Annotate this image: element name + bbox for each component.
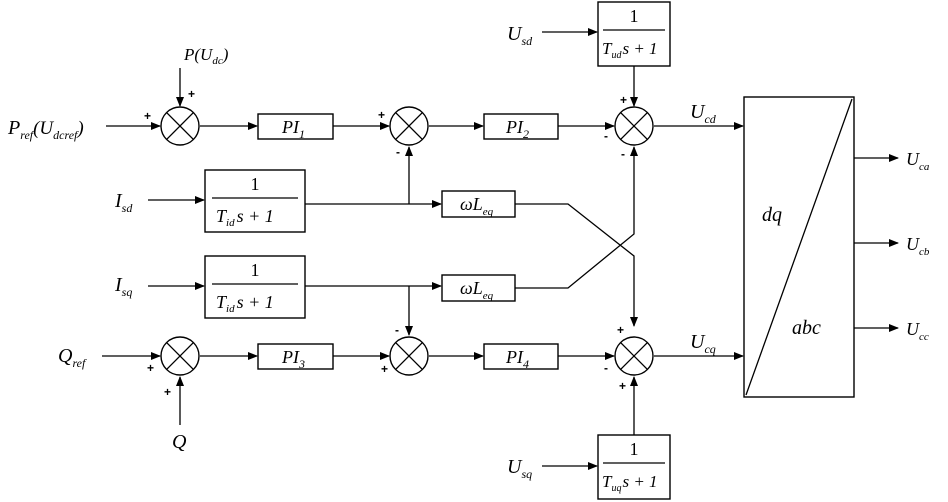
sign-s3-bottom: - <box>621 147 625 161</box>
ucq-label: Ucq <box>690 331 716 356</box>
omega-l-block-d: ωLeq <box>441 190 516 218</box>
svg-text:ωLeq: ωLeq <box>460 194 494 218</box>
wire-wl2-s3 <box>515 146 638 289</box>
omega-l-block-q: ωLeq <box>441 274 516 302</box>
sign-s5-bottom: + <box>164 385 171 399</box>
svg-text:1: 1 <box>630 6 639 26</box>
svg-text:PI4: PI4 <box>505 347 529 371</box>
svg-text:PI2: PI2 <box>505 117 529 141</box>
svg-text:PI1: PI1 <box>281 117 305 141</box>
summing-junction-2 <box>389 106 429 146</box>
dq-label: dq <box>762 204 782 226</box>
isd-label: Isd <box>114 190 133 215</box>
sign-s3-top: + <box>620 93 627 107</box>
uca-label: Uca <box>906 149 930 173</box>
pi3-block: PI3 <box>257 343 334 371</box>
pref-label: Pref(Udcref) <box>7 117 84 142</box>
ucc-label: Ucc <box>906 319 929 343</box>
pi4-block: PI4 <box>483 343 559 371</box>
sign-s6-top: - <box>395 323 399 337</box>
pi1-block: PI1 <box>257 113 334 141</box>
tf-uq-block: 1 Tuqs + 1 <box>597 434 671 500</box>
dq-abc-transform-block: dq abc <box>743 96 855 398</box>
svg-text:1: 1 <box>251 174 260 194</box>
svg-text:PI3: PI3 <box>281 347 305 371</box>
svg-text:1: 1 <box>251 260 260 280</box>
sign-s4-top: + <box>617 323 624 337</box>
svg-text:ωLeq: ωLeq <box>460 278 494 302</box>
summing-junction-4 <box>614 336 654 376</box>
summing-junction-5 <box>160 336 200 376</box>
sign-s2-left: + <box>378 108 385 122</box>
usd-label: Usd <box>507 23 533 48</box>
summing-junction-3 <box>614 106 654 146</box>
svg-text:Tuds + 1: Tuds + 1 <box>602 39 658 61</box>
sign-s5-left: + <box>147 361 154 375</box>
sign-s2-bottom: - <box>396 145 400 159</box>
q-label: Q <box>172 431 187 453</box>
pi2-block: PI2 <box>483 113 559 141</box>
tf-ud-block: 1 Tuds + 1 <box>597 1 671 67</box>
sign-s4-left: - <box>604 361 608 375</box>
abc-label: abc <box>792 317 821 339</box>
svg-text:Tuqs + 1: Tuqs + 1 <box>602 472 658 494</box>
isq-label: Isq <box>114 274 132 299</box>
usq-label: Usq <box>507 456 532 481</box>
ucd-label: Ucd <box>690 101 717 126</box>
summing-junction-6 <box>389 336 429 376</box>
sign-s1-top: + <box>188 87 195 101</box>
sign-s1-left: + <box>144 109 151 123</box>
sign-s4-bottom: + <box>619 379 626 393</box>
svg-text:1: 1 <box>630 439 639 459</box>
ucb-label: Ucb <box>906 234 930 258</box>
wire-wl1-s4 <box>515 203 638 327</box>
sign-s6-left: + <box>381 362 388 376</box>
summing-junction-1 <box>160 106 200 146</box>
qref-label: Qref <box>58 345 87 370</box>
pudc-label: P(Udc) <box>183 45 229 67</box>
sign-s3-left: - <box>604 129 608 143</box>
